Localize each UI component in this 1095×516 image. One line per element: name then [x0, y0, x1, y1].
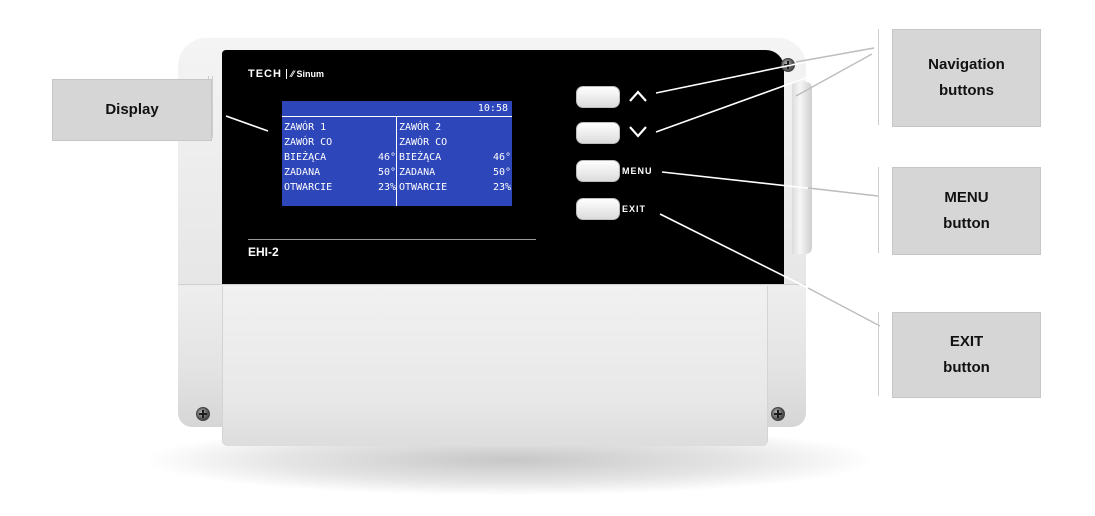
display-callout-text: Display	[105, 101, 159, 118]
exit-callout: EXIT button	[892, 312, 1041, 398]
row-value: 23%	[377, 182, 396, 193]
exit-callout-line1: EXIT	[949, 333, 984, 350]
row-label: BIEŻĄCA	[284, 152, 327, 163]
navigation-callout-line2: buttons	[939, 82, 994, 99]
terminal-cover	[222, 286, 768, 446]
up-button[interactable]	[576, 86, 620, 108]
exit-leader-line-outer	[807, 287, 881, 327]
sinum-logo-word: Sinum	[296, 69, 324, 79]
display-row: ZAWÓR CO	[284, 135, 396, 150]
exit-callout-line2: button	[943, 359, 990, 376]
row-label: ZAWÓR 1	[284, 122, 327, 133]
row-value: 23%	[492, 182, 511, 193]
display-row: ZAWÓR 2	[399, 120, 511, 135]
callout-bracket	[878, 312, 879, 396]
menu-callout-line1: MENU	[944, 189, 989, 206]
row-value: 50°	[377, 167, 396, 178]
row-label: OTWARCIE	[284, 182, 333, 193]
display-row: BIEŻĄCA 46°	[284, 150, 396, 165]
display-row: BIEŻĄCA 46°	[399, 150, 511, 165]
down-button[interactable]	[576, 122, 620, 144]
row-value: 50°	[492, 167, 511, 178]
menu-callout-line2: button	[943, 215, 990, 232]
display-row: OTWARCIE 23%	[284, 180, 396, 195]
display-row: ZAWÓR CO	[399, 135, 511, 150]
callout-bracket	[212, 76, 213, 138]
display-row: ZADANA 50°	[399, 165, 511, 180]
chevron-down-icon	[628, 125, 648, 144]
display-callout: Display	[52, 79, 212, 141]
display-column-valve-1: ZAWÓR 1 ZAWÓR CO BIEŻĄCA 46° ZADANA 50° OT…	[284, 120, 396, 195]
row-label: ZADANA	[284, 167, 321, 178]
screw-icon	[196, 407, 210, 421]
menu-callout: MENU button	[892, 167, 1041, 255]
menu-button[interactable]	[576, 160, 620, 182]
nav-up-leader-line-outer	[795, 47, 875, 63]
chevron-up-icon	[628, 89, 648, 108]
row-value: 46°	[377, 152, 396, 163]
display-column-divider	[396, 116, 397, 206]
model-name: EHI-2	[248, 245, 279, 259]
row-label: ZAWÓR CO	[284, 137, 333, 148]
screw-icon	[781, 58, 795, 72]
tech-logo-text: TECH	[248, 68, 282, 80]
menu-button-label: MENU	[622, 166, 653, 176]
navigation-callout: Navigation buttons	[892, 29, 1041, 127]
screw-icon	[771, 407, 785, 421]
row-label: ZAWÓR 2	[399, 122, 442, 133]
display-row: OTWARCIE 23%	[399, 180, 511, 195]
callout-bracket	[878, 167, 879, 253]
callout-bracket	[878, 29, 879, 125]
row-label: ZADANA	[399, 167, 436, 178]
exit-button-label: EXIT	[622, 204, 647, 214]
sinum-logo-text: ⁄⁄ Sinum	[290, 69, 324, 79]
row-label: OTWARCIE	[399, 182, 448, 193]
menu-leader-line-outer	[807, 187, 879, 197]
display-column-valve-2: ZAWÓR 2 ZAWÓR CO BIEŻĄCA 46° ZADANA 50° OT…	[399, 120, 511, 195]
device-side-hinge	[792, 82, 812, 254]
row-value: 46°	[492, 152, 511, 163]
display-row: ZADANA 50°	[284, 165, 396, 180]
display-clock: 10:58	[477, 103, 508, 114]
model-underline	[248, 239, 536, 240]
display-row: ZAWÓR 1	[284, 120, 396, 135]
navigation-callout-line1: Navigation	[928, 56, 1005, 73]
brand-logo: TECH ⁄⁄ Sinum	[248, 68, 324, 80]
row-label: BIEŻĄCA	[399, 152, 442, 163]
exit-button[interactable]	[576, 198, 620, 220]
display-header-divider	[282, 116, 512, 117]
row-label: ZAWÓR CO	[399, 137, 448, 148]
logo-divider	[285, 69, 287, 79]
